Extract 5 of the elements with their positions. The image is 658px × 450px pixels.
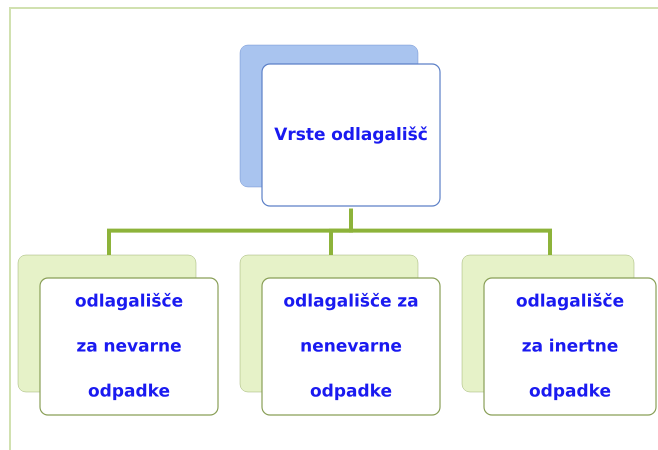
process-box: odlagališče za nenevarne odpadke — [261, 277, 441, 416]
process-box: odlagališče za inertne odpadke — [483, 277, 657, 416]
connector-line — [349, 208, 552, 255]
process-box: odlagališče za nevarne odpadke — [39, 277, 219, 416]
process-box: Vrste odlagališč — [261, 63, 441, 207]
